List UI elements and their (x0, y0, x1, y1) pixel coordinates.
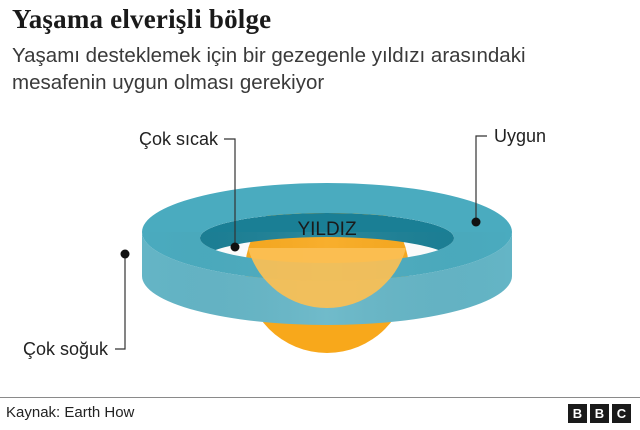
habitable-ring-inner-wall (200, 213, 454, 262)
label-too-hot: Çok sıcak (139, 129, 219, 149)
page-title: Yaşama elverişli bölge (12, 4, 272, 34)
bbc-logo: B B C (568, 404, 631, 423)
marker-dot-just-right (471, 217, 481, 227)
bbc-logo-letter: B (568, 404, 587, 423)
footer-divider (0, 397, 640, 398)
leader-line-just-right (475, 135, 487, 219)
source-credit: Kaynak: Earth How (6, 404, 135, 421)
marker-dot-too-hot (230, 242, 240, 252)
bbc-logo-letter: C (612, 404, 631, 423)
bbc-logo-letter: B (590, 404, 609, 423)
label-just-right: Uygun (494, 126, 546, 146)
page-subtitle: Yaşamı desteklemek için bir gezegenle yı… (12, 44, 526, 94)
label-too-cold: Çok soğuk (23, 339, 109, 359)
leader-line-too-hot (224, 138, 236, 244)
marker-dot-too-cold (120, 249, 130, 259)
star-front-half (248, 248, 406, 309)
leader-line-too-cold (115, 257, 126, 350)
star-label: YILDIZ (297, 219, 357, 240)
